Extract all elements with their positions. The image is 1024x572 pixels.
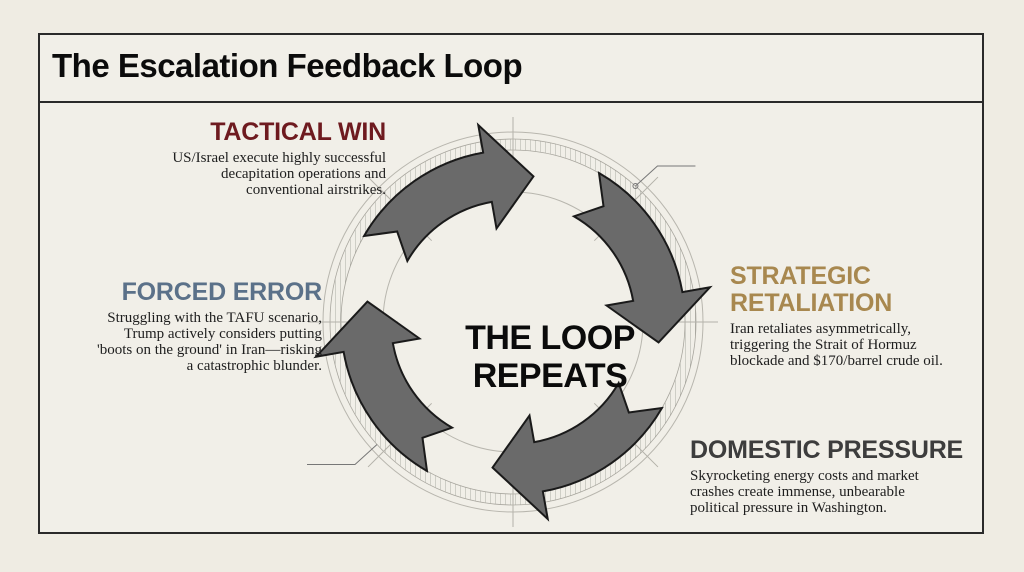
arrow-to-domestic-pressure-icon [491,380,664,522]
page-title: The Escalation Feedback Loop [52,47,523,84]
description-line: blockade and $170/barrel crude oil. [730,353,943,369]
description-line: Trump actively considers putting [123,326,322,342]
description-line: conventional airstrikes. [246,182,386,198]
title-bar: The Escalation Feedback Loop [40,35,982,103]
description-line: decapitation operations and [221,166,386,182]
stage-heading: STRATEGIC RETALIATION [730,263,990,317]
callout-line-forced [307,444,378,465]
stage-heading: FORCED ERROR [121,278,323,306]
heading-line: STRATEGIC [730,262,871,290]
description-line: US/Israel execute highly successful [172,150,386,166]
center-label: THE LOOP REPEATS [400,319,700,395]
stage-description: Iran retaliates asymmetrically, triggeri… [730,321,990,369]
stage-forced-error: FORCED ERROR Struggling with the TAFU sc… [60,278,323,375]
arrow-to-forced-error-icon [313,300,455,473]
heading-line: RETALIATION [730,289,893,317]
loop-diagram [307,117,718,527]
description-line: 'boots on the ground' in Iran—risking [97,342,322,358]
loop-arrows [313,122,713,522]
description-line: Iran retaliates asymmetrically, [730,321,912,337]
stage-description: Skyrocketing energy costs and market cra… [690,468,980,516]
callout-line-strategic [635,165,696,187]
arrow-to-strategic-retaliation-icon [571,171,713,344]
description-line: a catastrophic blunder. [186,358,322,374]
stage-heading: TACTICAL WIN [210,118,386,146]
stage-description: Struggling with the TAFU scenario, Trump… [60,310,322,374]
stage-domestic-pressure: DOMESTIC PRESSURE Skyrocketing energy co… [690,436,980,517]
description-line: triggering the Strait of Hormuz [730,337,917,353]
stage-description: US/Israel execute highly successful deca… [100,150,386,198]
description-line: Struggling with the TAFU scenario, [107,310,322,326]
stage-tactical-win: TACTICAL WIN US/Israel execute highly su… [100,118,386,199]
center-label-line: REPEATS [472,357,628,395]
callout-lines [307,165,696,465]
stage-strategic-retaliation: STRATEGIC RETALIATION Iran retaliates as… [730,263,990,370]
stage-heading: DOMESTIC PRESSURE [690,436,964,464]
description-line: political pressure in Washington. [690,500,887,516]
description-line: Skyrocketing energy costs and market [690,468,919,484]
center-label-line: THE LOOP [465,319,635,357]
diagram-frame: The Escalation Feedback Loop TACTICAL WI… [38,33,984,534]
description-line: crashes create immense, unbearable [690,484,905,500]
arrow-to-tactical-win-icon [362,122,535,264]
callout-dot [632,183,639,190]
